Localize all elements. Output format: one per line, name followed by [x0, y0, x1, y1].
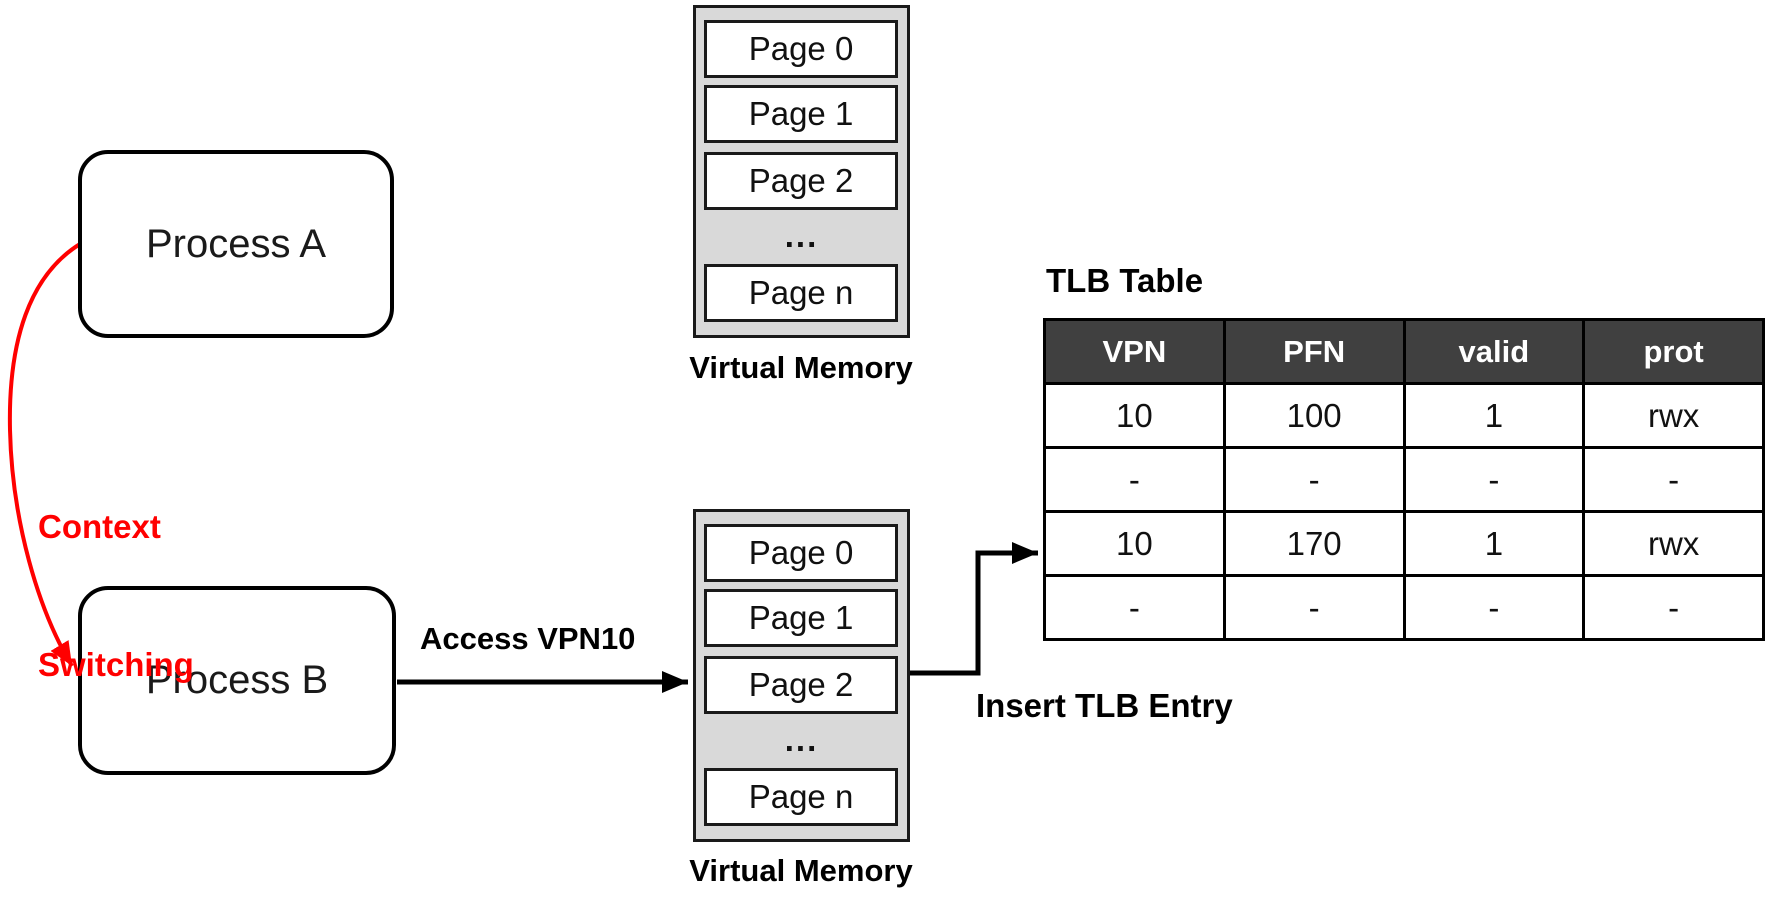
- context-switching-line1: Context: [38, 508, 161, 545]
- insert-tlb-arrow: [910, 542, 1038, 676]
- tlb-row: - - - -: [1043, 574, 1765, 641]
- tlb-cell: 10: [1043, 510, 1226, 577]
- vm-bottom-page-1: Page 1: [704, 589, 898, 647]
- tlb-cell: 100: [1222, 382, 1406, 449]
- tlb-table-title: TLB Table: [1046, 262, 1204, 299]
- tlb-header-vpn: VPN: [1043, 318, 1226, 385]
- vm-bottom-page-n: Page n: [704, 768, 898, 826]
- tlb-cell: -: [1402, 446, 1586, 513]
- tlb-header-pfn: PFN: [1222, 318, 1406, 385]
- tlb-cell: -: [1222, 446, 1406, 513]
- insert-tlb-entry-label: Insert TLB Entry: [976, 687, 1233, 724]
- process-b-box: Process B: [78, 586, 396, 775]
- virtual-memory-stack-top: Page 0 Page 1 Page 2 ... Page n: [693, 5, 910, 338]
- context-switching-label: Context Switching: [38, 412, 194, 780]
- process-a-box: Process A: [78, 150, 394, 338]
- tlb-row: - - - -: [1043, 446, 1765, 513]
- tlb-cell: rwx: [1582, 382, 1765, 449]
- vm-top-page-1: Page 1: [704, 85, 898, 143]
- tlb-header-prot: prot: [1582, 318, 1765, 385]
- vm-top-caption: Virtual Memory: [689, 350, 913, 385]
- tlb-cell: 170: [1222, 510, 1406, 577]
- vm-bottom-caption: Virtual Memory: [689, 853, 913, 888]
- process-a-label: Process A: [145, 221, 327, 266]
- virtual-memory-stack-bottom: Page 0 Page 1 Page 2 ... Page n: [693, 509, 910, 842]
- tlb-cell: 1: [1402, 510, 1586, 577]
- tlb-cell: 1: [1402, 382, 1586, 449]
- tlb-cell: rwx: [1582, 510, 1765, 577]
- tlb-cell: -: [1043, 574, 1226, 641]
- tlb-cell: -: [1402, 574, 1586, 641]
- vm-top-ellipsis: ...: [784, 217, 819, 254]
- vm-top-page-0: Page 0: [704, 20, 898, 78]
- tlb-cell: -: [1582, 574, 1765, 641]
- tlb-cell: -: [1582, 446, 1765, 513]
- vm-top-page-2: Page 2: [704, 152, 898, 210]
- access-vpn10-label: Access VPN10: [420, 621, 636, 656]
- vm-bottom-page-2: Page 2: [704, 656, 898, 714]
- tlb-cell: 10: [1043, 382, 1226, 449]
- tlb-header-row: VPN PFN valid prot: [1043, 318, 1765, 385]
- tlb-table: VPN PFN valid prot 10 100 1 rwx - - - - …: [1043, 318, 1765, 641]
- process-b-label: Process B: [145, 658, 329, 702]
- vm-bottom-ellipsis: ...: [784, 721, 819, 758]
- tlb-cell: -: [1222, 574, 1406, 641]
- vm-bottom-page-0: Page 0: [704, 524, 898, 582]
- tlb-row: 10 100 1 rwx: [1043, 382, 1765, 449]
- tlb-header-valid: valid: [1402, 318, 1586, 385]
- vm-top-page-n: Page n: [704, 264, 898, 322]
- context-switching-line2: Switching: [38, 646, 194, 683]
- tlb-row: 10 170 1 rwx: [1043, 510, 1765, 577]
- tlb-cell: -: [1043, 446, 1226, 513]
